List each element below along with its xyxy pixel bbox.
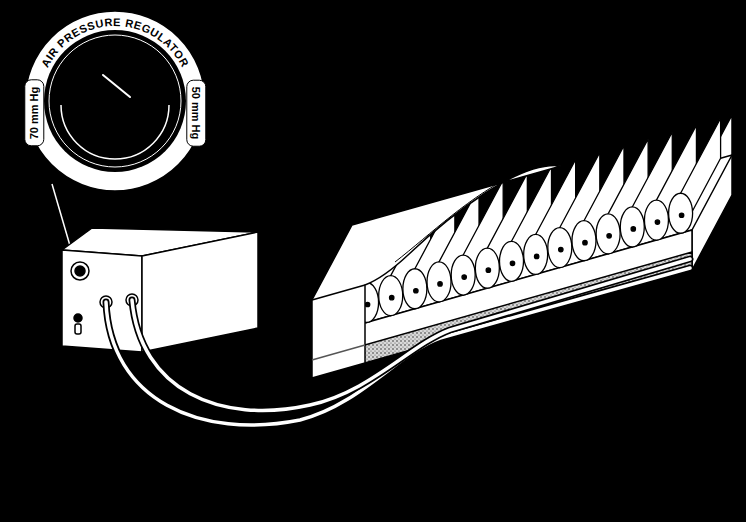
air-cell-end [500,241,524,281]
air-tube [106,268,690,425]
cell-valve [365,302,369,306]
cell-valve [390,295,394,299]
cell-valve [583,241,587,245]
air-cell-end [427,262,451,302]
dial-face [44,30,186,172]
air-cell-end [451,255,475,295]
cell-valve [679,213,683,217]
cell-valve [655,220,659,224]
cover-seam [312,345,365,360]
cell-valve [462,275,466,279]
cell-valve [438,282,442,286]
cover-fold [395,172,520,262]
air-cell-end [596,214,620,254]
air-cell-end [475,248,499,288]
air-cell-end [644,200,668,240]
air-cell-end [524,234,548,274]
cover-edge [312,285,365,300]
regulator-dial: AIR PRESSURE REGULATOR 70 mm Hg 50 mm Hg [22,8,208,194]
pressure-tab: 70 mm Hg [24,80,44,147]
air-cell-end [572,221,596,261]
dial-bezel [49,35,181,167]
air-cell-end [669,193,693,233]
cell-valve [414,289,418,293]
air-tube [132,259,690,410]
air-cell-end [620,207,644,247]
pump-dial [71,262,89,280]
cell-valve [607,234,611,238]
cell-valve [486,268,490,272]
dial-needle [103,75,130,97]
dial-outline: AIR PRESSURE REGULATOR [22,8,208,194]
switch [75,324,81,334]
mattress-cover [312,166,561,378]
pressure-tab: 50 mm Hg [186,80,206,147]
air-cell-end [548,228,572,268]
pump-dial-face [75,266,85,276]
cell-valve [510,261,514,265]
switch [74,314,82,322]
air-tube [106,268,690,425]
air-cell-end [379,276,403,316]
dial-ring [25,11,205,191]
dial-scale [61,105,169,159]
air-tube [132,259,690,410]
air-cell-end [403,269,427,309]
cell-valve [559,247,563,251]
pump-side [142,232,258,352]
cell-valve [631,227,635,231]
cell-valve [534,254,538,258]
dial-title: AIR PRESSURE REGULATOR [39,16,192,69]
